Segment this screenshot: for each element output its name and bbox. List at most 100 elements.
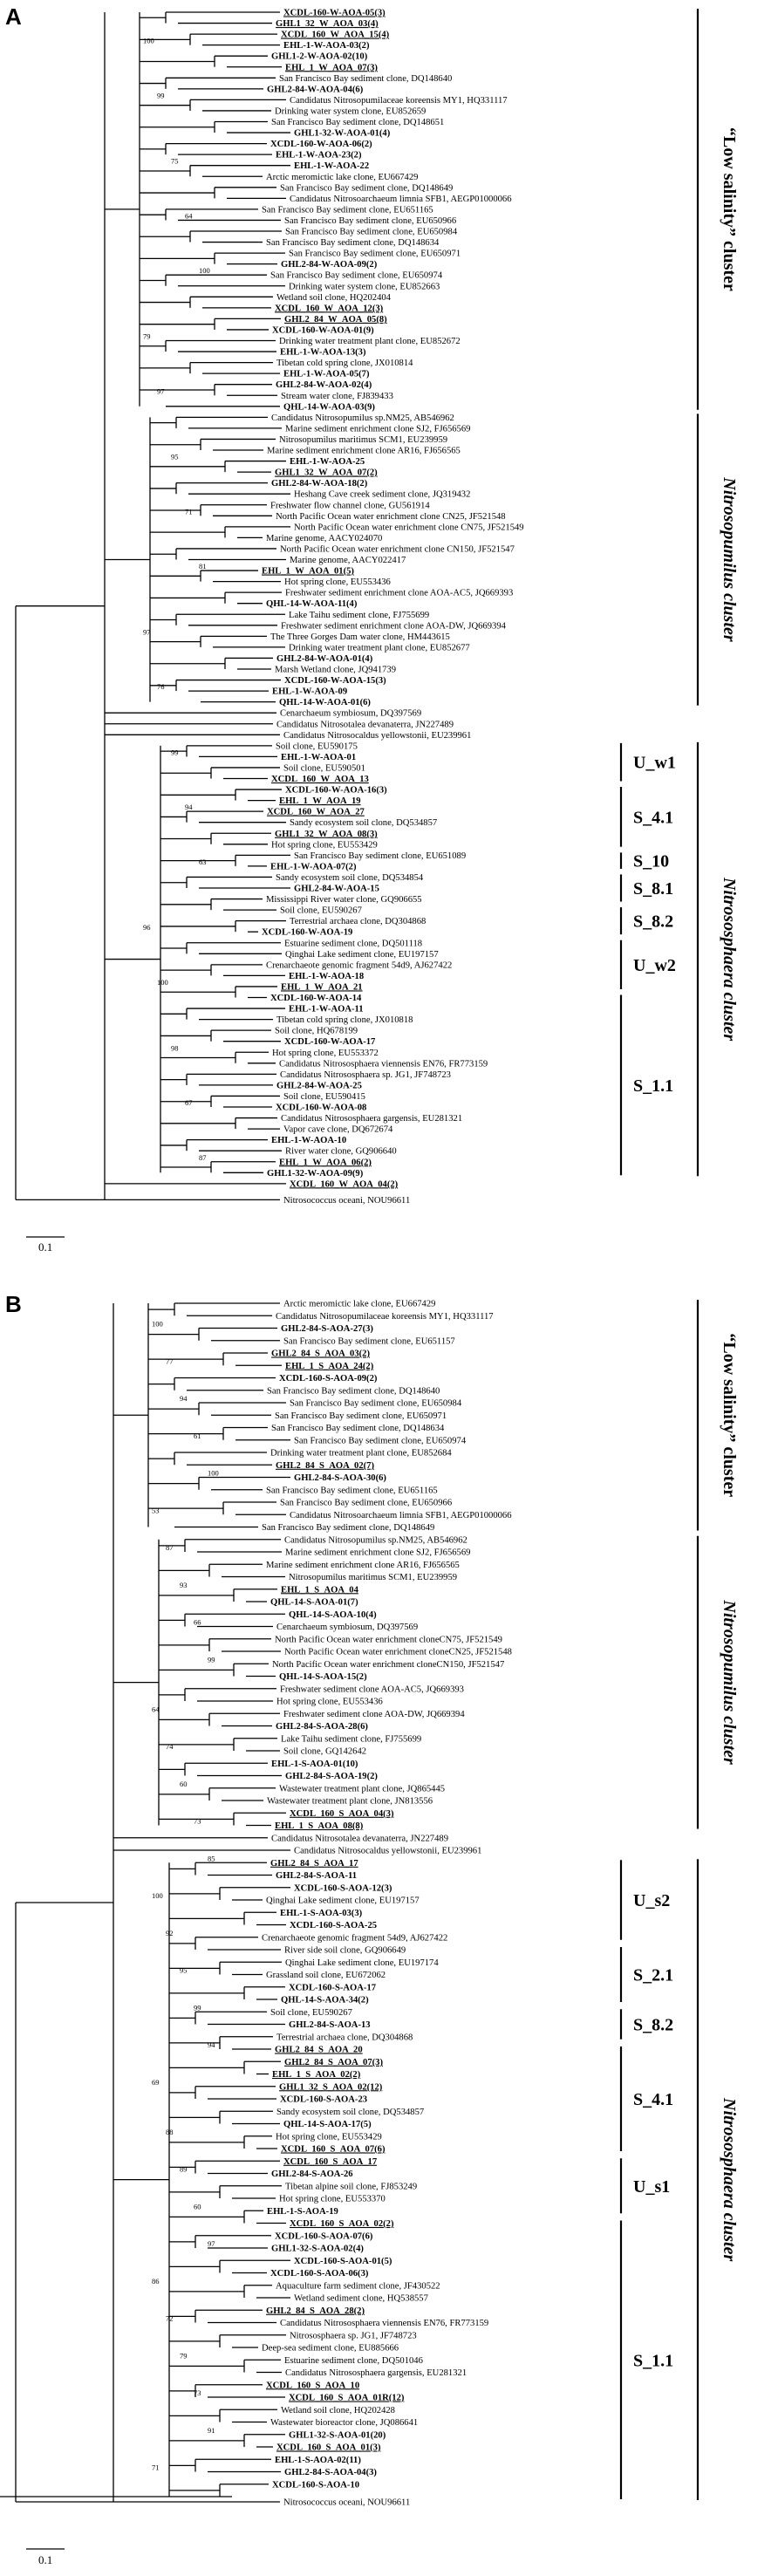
bootstrap-value: 100 xyxy=(152,1320,163,1329)
leaf-label: XCDL-160-W-AOA-17 xyxy=(284,1037,376,1047)
leaf-label: EHL-1-W-AOA-11 xyxy=(289,1005,364,1015)
bootstrap-value: 97 xyxy=(157,386,165,395)
leaf-label: Candidatus Nitrosopumilaceae koreensis M… xyxy=(290,96,508,106)
bootstrap-value: 100 xyxy=(199,266,210,275)
leaf-label: EHL_1_W_AOA_06(2) xyxy=(279,1158,372,1167)
leaf-label: Marine sediment enrichment clone SJ2, FJ… xyxy=(285,1548,470,1558)
cluster-label: Nitrososphaera cluster xyxy=(720,2097,739,2261)
bootstrap-value: 53 xyxy=(152,1506,160,1514)
leaf-label: Candidatus Nitrosocaldus yellowstonii, E… xyxy=(294,1847,481,1856)
leaf-label: Arctic meromictic lake clone, EU667429 xyxy=(266,173,418,182)
leaf-label: Cenarchaeum symbiosum, DQ397569 xyxy=(280,709,421,719)
bootstrap-value: 93 xyxy=(180,1581,188,1589)
leaf-label: Wetland soil clone, HQ202428 xyxy=(281,2406,395,2415)
outgroup-label: Nitrosococcus oceani, NOU96611 xyxy=(283,2498,410,2508)
bootstrap-value: 72 xyxy=(166,2314,174,2323)
leaf-label: GHL2-84-W-AOA-01(4) xyxy=(276,654,373,664)
leaf-label: XCDL-160-S-AOA-17 xyxy=(289,1983,377,1992)
bootstrap-value: 73 xyxy=(194,2388,201,2397)
leaf-label: Qinghai Lake sediment clone, EU197157 xyxy=(266,1896,420,1906)
bootstrap-value: 60 xyxy=(180,1780,188,1788)
leaf-label: XCDL-160-S-AOA-06(3) xyxy=(270,2269,369,2279)
leaf-label: EHL_1_S_AOA_08(8) xyxy=(275,1821,364,1831)
leaf-label: Nitrosopumilus maritimus SCM1, EU239959 xyxy=(279,435,447,445)
leaf-label: Freshwater sediment clone AOA-AC5, JQ669… xyxy=(280,1684,464,1694)
leaf-label: Sandy ecosystem soil clone, DQ534857 xyxy=(276,2108,424,2117)
leaf-label: North Pacific Ocean water enrichment clo… xyxy=(272,1660,504,1670)
leaf-label: Nitrososphaera sp. JG1, JF748723 xyxy=(290,2331,417,2340)
bootstrap-value: 81 xyxy=(199,562,207,571)
leaf-label: North Pacific Ocean water enrichment clo… xyxy=(294,523,524,532)
leaf-label: San Francisco Bay sediment clone, EU6509… xyxy=(290,1399,462,1409)
leaf-label: XCDL-160-S-AOA-25 xyxy=(290,1921,377,1930)
bootstrap-value: 99 xyxy=(157,91,165,99)
leaf-label: XCDL_160_S_AOA_02(2) xyxy=(290,2219,394,2229)
leaf-label: Hot spring clone, EU553436 xyxy=(276,1698,383,1707)
leaf-label: Terrestrial archaea clone, DQ304868 xyxy=(276,2033,413,2042)
panel-letter-a: A xyxy=(5,3,22,30)
leaf-label: North Pacific Ocean water enrichment clo… xyxy=(276,512,506,522)
leaf-label: Crenarchaeote genomic fragment 54d9, AJ6… xyxy=(266,960,452,970)
leaf-label: Marsh Wetland clone, JQ941739 xyxy=(275,666,396,675)
leaf-label: Hot spring clone, EU553429 xyxy=(276,2132,382,2142)
subcluster-label: S_8.2 xyxy=(633,2016,673,2035)
leaf-label: QHL-14-S-AOA-17(5) xyxy=(283,2120,372,2129)
leaf-label: Wetland soil clone, HQ202404 xyxy=(276,293,392,303)
leaf-label: GHL2_84_S_AOA_03(2) xyxy=(271,1349,370,1359)
subcluster-label: S_1.1 xyxy=(633,1076,673,1096)
leaf-label: River side soil clone, GQ906649 xyxy=(284,1946,406,1956)
leaf-label: EHL-1-S-AOA-02(11) xyxy=(275,2456,361,2465)
leaf-label: Drinking water system clone, EU852659 xyxy=(275,106,426,116)
bootstrap-value: 97 xyxy=(208,2239,215,2248)
leaf-label: QHL-14-W-AOA-01(6) xyxy=(279,698,371,707)
leaf-label: XCDL-160-W-AOA-05(3) xyxy=(283,9,386,18)
leaf-label: EHL-1-W-AOA-07(2) xyxy=(270,862,357,871)
leaf-label: QHL-14-W-AOA-11(4) xyxy=(266,599,358,609)
leaf-label: EHL-1-W-AOA-09 xyxy=(272,687,347,697)
leaf-label: Candidatus Nitrosotalea devanaterra, JN2… xyxy=(276,720,454,729)
bootstrap-value: 87 xyxy=(166,1543,174,1552)
bootstrap-value: 94 xyxy=(185,803,193,811)
leaf-label: Arctic meromictic lake clone, EU667429 xyxy=(283,1300,435,1309)
leaf-label: North Pacific Ocean water enrichment clo… xyxy=(284,1648,512,1657)
leaf-label: San Francisco Bay sediment clone, EU6511… xyxy=(266,1486,438,1495)
leaf-label: XCDL-160-S-AOA-09(2) xyxy=(279,1374,378,1384)
leaf-label: Drinking water treatment plant clone, EU… xyxy=(279,337,461,346)
leaf-label: GHL1_32_W_AOA_08(3) xyxy=(275,830,378,839)
leaf-label: Estuarine sediment clone, DQ501118 xyxy=(284,939,422,948)
leaf-label: EHL_1_W_AOA_07(3) xyxy=(285,63,378,72)
leaf-label: GHL2-84-W-AOA-04(6) xyxy=(267,85,364,94)
leaf-label: XCDL_160_W_AOA_04(2) xyxy=(290,1179,399,1189)
leaf-label: Mississippi River water clone, GQ906655 xyxy=(266,895,422,905)
bootstrap-value: 69 xyxy=(152,2078,160,2087)
leaf-label: San Francisco Bay sediment clone, EU6509… xyxy=(284,216,456,226)
leaf-label: EHL-1-W-AOA-23(2) xyxy=(276,151,362,161)
leaf-label: Drinking water treatment plant clone, EU… xyxy=(289,643,470,653)
leaf-label: GHL2-84-S-AOA-28(6) xyxy=(276,1722,368,1732)
bootstrap-value: 96 xyxy=(143,923,151,932)
leaf-label: The Three Gorges Dam water clone, HM4436… xyxy=(270,632,450,642)
leaf-label: River water clone, GQ906640 xyxy=(285,1147,397,1157)
leaf-label: EHL-1-W-AOA-13(3) xyxy=(280,348,366,358)
leaf-label: EHL-1-W-AOA-05(7) xyxy=(283,370,370,379)
bootstrap-value: 85 xyxy=(208,1854,215,1862)
leaf-label: GHL2-84-S-AOA-27(3) xyxy=(281,1324,373,1334)
leaf-label: San Francisco Bay sediment clone, DQ1486… xyxy=(271,118,444,127)
leaf-label: Aquaculture farm sediment clone, JF43052… xyxy=(276,2281,440,2291)
leaf-label: San Francisco Bay sediment clone, EU6510… xyxy=(294,851,466,861)
leaf-label: Qinghai Lake sediment clone, EU197157 xyxy=(285,950,439,960)
leaf-label: San Francisco Bay sediment clone, EU6509… xyxy=(270,271,443,281)
cluster-label: “Low salinity” cluster xyxy=(720,1333,739,1497)
leaf-label: GHL2_84_S_AOA_07(3) xyxy=(284,2058,383,2067)
leaf-label: XCDL-160-S-AOA-23 xyxy=(280,2095,367,2105)
bootstrap-value: 66 xyxy=(194,1618,201,1627)
leaf-label: Freshwater sediment clone AOA-DW, JQ6693… xyxy=(283,1710,465,1719)
leaf-label: Candidatus Nitrososphaera viennensis EN7… xyxy=(280,2319,488,2328)
leaf-label: GHL2-84-S-AOA-04(3) xyxy=(284,2468,377,2477)
bootstrap-value: 71 xyxy=(185,507,193,516)
leaf-label: XCDL-160-W-AOA-16(3) xyxy=(285,786,387,796)
bootstrap-value: 76 xyxy=(157,682,165,691)
bootstrap-value: 86 xyxy=(152,2277,160,2286)
scale-label-b: 0.1 xyxy=(38,2553,53,2566)
cluster-label: Nitrososphaera cluster xyxy=(720,877,739,1041)
